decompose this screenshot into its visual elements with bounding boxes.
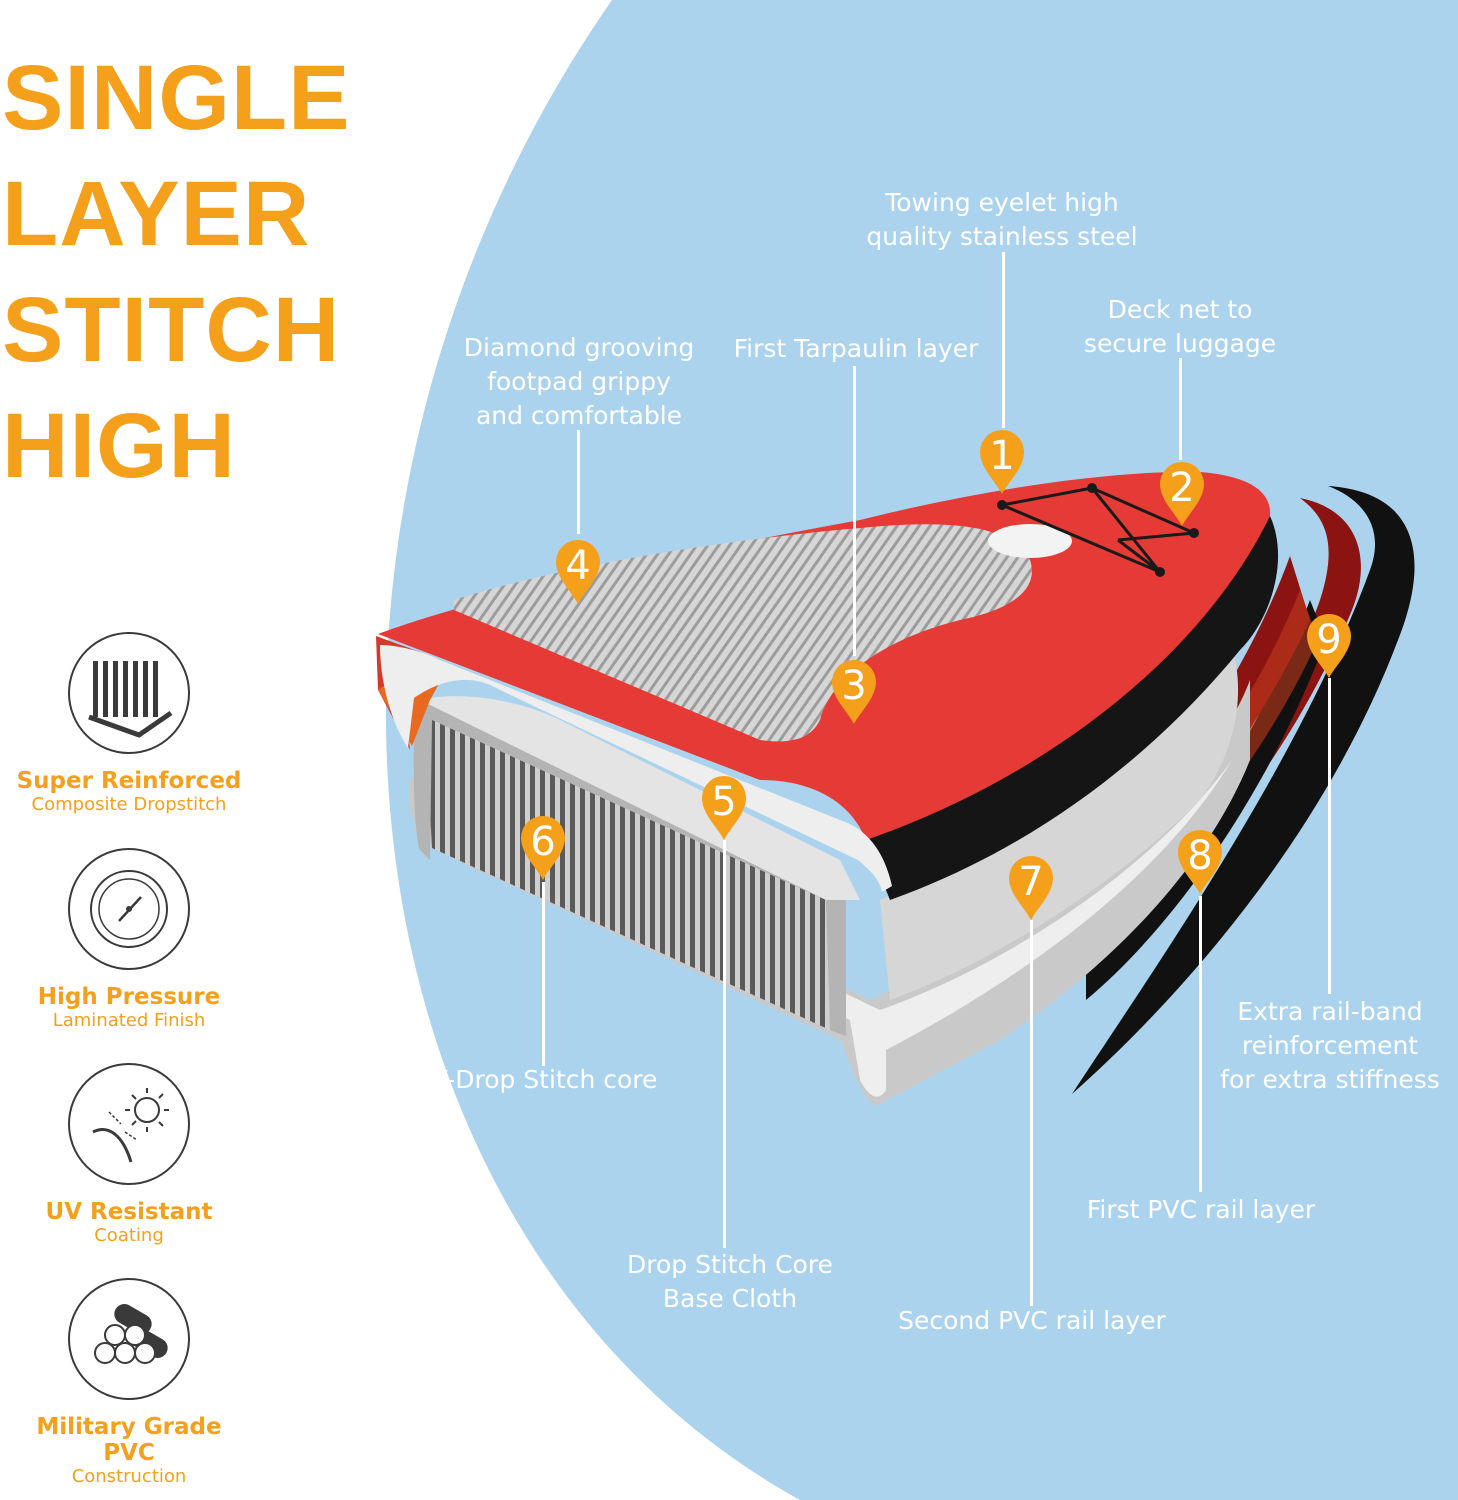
headline-line: STITCH: [2, 279, 341, 381]
feature-super-reinforced: Super Reinforced Composite Dropstitch: [10, 632, 248, 816]
callout-number: 3: [841, 663, 867, 709]
feature-title: Military Grade PVC: [36, 1414, 222, 1466]
callout-number: 8: [1187, 833, 1213, 879]
callout-pin-7: 7: [1007, 852, 1055, 922]
callout-number: 9: [1316, 617, 1342, 663]
callout-pin-9: 9: [1305, 610, 1353, 680]
callout-pin-3: 3: [830, 656, 878, 726]
lower-shell: [410, 680, 1250, 1106]
leader-line-5: [723, 840, 726, 1248]
feature-title: Super Reinforced: [16, 768, 242, 794]
headline: SINGLE LAYER STITCH HIGH: [2, 40, 350, 504]
headline-line: SINGLE: [2, 47, 351, 149]
feature-uv-resistant: UV Resistant Coating: [10, 1063, 248, 1247]
feature-title: UV Resistant: [45, 1199, 213, 1225]
pressure-gauge-icon: [68, 848, 190, 970]
leader-line-4: [577, 430, 580, 534]
leader-line-7: [1030, 920, 1033, 1306]
leader-line-3: [853, 366, 856, 656]
callout-label-8: First PVC rail layer: [1086, 1195, 1316, 1224]
callout-pin-2: 2: [1158, 458, 1206, 528]
net-eyelets: [997, 483, 1199, 577]
leader-line-2: [1179, 358, 1182, 460]
deck-net: [1001, 486, 1195, 574]
callout-pin-8: 8: [1176, 826, 1224, 896]
callout-label-7: Second PVC rail layer: [898, 1306, 1166, 1335]
leader-line-9: [1328, 678, 1331, 994]
callout-number: 6: [530, 819, 556, 865]
callout-number: 4: [565, 543, 591, 589]
feature-subtitle: Composite Dropstitch: [31, 794, 227, 815]
core-top-cloth: [420, 696, 860, 900]
headline-line: LAYER: [2, 163, 311, 265]
callout-number: 5: [711, 779, 737, 825]
feature-military-pvc: Military Grade PVC Construction: [10, 1278, 248, 1488]
leader-line-8: [1199, 896, 1202, 1192]
callout-label-6: V-Drop Stitch core: [430, 1065, 658, 1094]
front-white-layer: [380, 645, 892, 892]
feature-subtitle: Construction: [71, 1466, 187, 1487]
callout-label-2: Deck net to secure luggage: [1083, 295, 1277, 358]
feature-high-pressure: High Pressure Laminated Finish: [10, 848, 248, 1032]
dropstitch-icon: [68, 632, 190, 754]
leader-line-1: [1002, 252, 1005, 428]
leader-line-6: [542, 882, 545, 1066]
lower-shell-light: [416, 760, 1232, 1097]
eyelet-pad: [988, 524, 1072, 558]
feature-subtitle: Laminated Finish: [52, 1010, 206, 1031]
feature-subtitle: Coating: [94, 1225, 164, 1246]
callout-label-3: First Tarpaulin layer: [733, 334, 979, 363]
pvc-rolls-icon: [68, 1278, 190, 1400]
callout-number: 7: [1018, 859, 1044, 905]
callout-label-5: Drop Stitch Core Base Cloth: [627, 1250, 833, 1313]
callout-label-4: Diamond grooving footpad grippy and comf…: [463, 333, 695, 430]
callout-pin-6: 6: [519, 812, 567, 882]
feature-title: High Pressure: [37, 984, 221, 1010]
rail-band-black: [1072, 486, 1415, 1094]
callout-label-9: Extra rail-band reinforcement for extra …: [1220, 997, 1440, 1094]
callout-number: 1: [989, 433, 1015, 479]
black-layer-edge: [866, 516, 1279, 900]
callout-pin-5: 5: [700, 772, 748, 842]
headline-line: HIGH: [2, 395, 236, 497]
callout-number: 2: [1169, 465, 1195, 511]
sun-uv-icon: [68, 1063, 190, 1185]
callout-pin-1: 1: [978, 426, 1026, 496]
callout-label-1: Towing eyelet high quality stainless ste…: [866, 188, 1138, 251]
drop-stitch-core: [424, 700, 830, 1030]
callout-pin-4: 4: [554, 536, 602, 606]
diamond-footpad: [454, 524, 1032, 742]
